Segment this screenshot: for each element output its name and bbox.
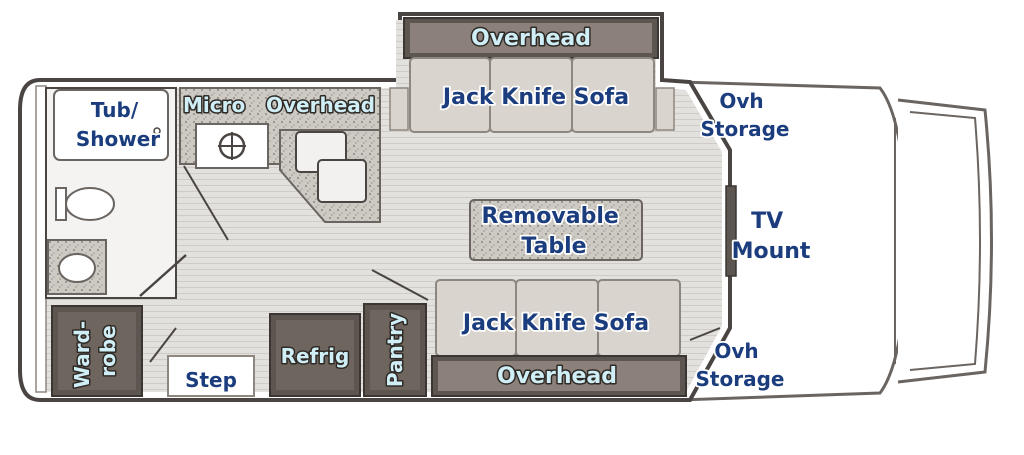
ovh-storage-bottom-label: Ovh Storage [696, 339, 785, 391]
bathroom [45, 87, 187, 299]
top-slideout [389, 17, 675, 133]
cab-area [678, 80, 993, 402]
overhead-top-label: Overhead [471, 26, 591, 51]
micro-label: Micro [183, 93, 245, 117]
removable-table-label: Removable Table [482, 204, 627, 259]
step-label: Step [185, 368, 237, 392]
ovh-storage-top-label: Ovh Storage [701, 89, 790, 141]
rear-cabinets [51, 303, 427, 397]
wardrobe-label: Ward- robe [70, 314, 120, 388]
overhead-bottom-label: Overhead [497, 364, 617, 389]
sofa-bottom-label: Jack Knife Sofa [461, 311, 649, 336]
removable-table [469, 199, 643, 261]
tv-mount-label: TV Mount [732, 209, 811, 264]
tub-shower-label: Tub/ Shower [76, 98, 160, 151]
refrig-label: Refrig [281, 344, 350, 368]
sofa-top-label: Jack Knife Sofa [441, 85, 629, 110]
pantry-label: Pantry [383, 313, 407, 387]
tv-mount-bracket [725, 185, 737, 277]
bottom-slideout [371, 269, 721, 397]
overhead-galley-label: Overhead [266, 93, 375, 117]
galley-counter [179, 87, 381, 241]
